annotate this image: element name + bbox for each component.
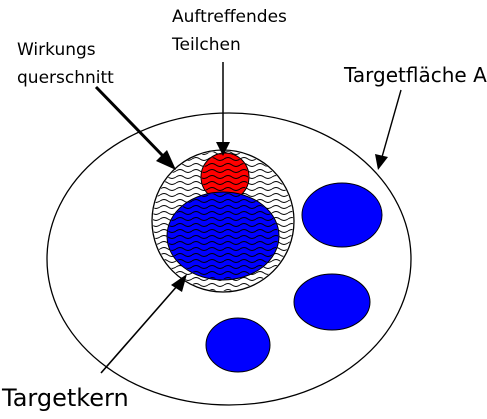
cross-section-label: Wirkungs querschnitt — [17, 36, 114, 92]
target-nucleus-hatching — [168, 193, 278, 279]
target-area-label: Targetfläche A — [344, 63, 487, 87]
nucleus-upper-right — [301, 182, 383, 248]
cross-section-label-line1: Wirkungs — [17, 40, 96, 60]
incident-particle-label: Auftreffendes Teilchen — [172, 3, 287, 59]
arrow-target-nucleus — [100, 274, 187, 374]
incident-particle-label-line2: Teilchen — [172, 35, 241, 55]
cross-section-label-line2: querschnitt — [17, 68, 114, 88]
incident-particle-hatching — [202, 154, 248, 200]
nucleus-lower-left — [205, 317, 271, 373]
arrow-target-area — [375, 89, 402, 170]
arrow-cross-section — [94, 85, 176, 170]
arrow-particle — [216, 62, 230, 156]
nucleus-middle-right — [293, 273, 371, 331]
target-nucleus-label: Targetkern — [2, 384, 129, 412]
incident-particle-label-line1: Auftreffendes — [172, 7, 287, 27]
